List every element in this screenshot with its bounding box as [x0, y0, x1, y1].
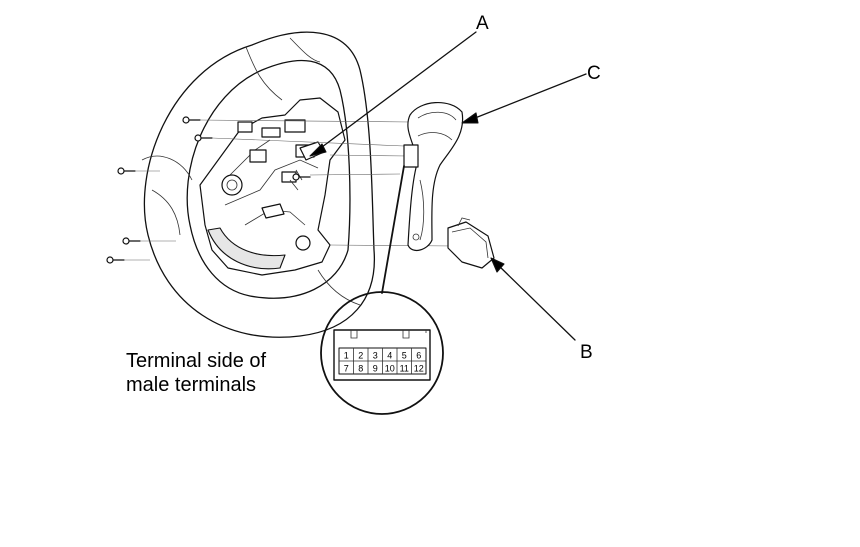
callout-leaders — [309, 31, 587, 341]
screw-2 — [194, 134, 213, 142]
switch-panel-c — [403, 101, 464, 252]
caption-line-1: Terminal side of — [126, 350, 267, 372]
pin-label-6: 6 — [416, 351, 421, 361]
caption-line-2: male terminals — [126, 374, 257, 396]
pin-label-2: 2 — [358, 351, 363, 361]
screw-6 — [292, 173, 311, 181]
connector-detail-view: 1 2 3 4 5 6 7 8 9 10 11 12 — [320, 291, 444, 415]
alignment-lines — [124, 119, 456, 261]
pin-label-1: 1 — [344, 351, 349, 361]
pin-label-5: 5 — [402, 351, 407, 361]
screw-5 — [106, 256, 125, 264]
connector-view-caption: Terminal side of male terminals — [126, 349, 326, 397]
screw-4 — [122, 237, 141, 245]
pin-label-11: 11 — [400, 364, 409, 374]
callout-label-a: A — [476, 13, 489, 34]
mounting-screws — [106, 116, 311, 264]
connector-pin-numbers: 1 2 3 4 5 6 7 8 9 10 11 12 — [344, 351, 424, 374]
screw-1 — [182, 116, 201, 124]
pin-label-8: 8 — [358, 364, 363, 374]
pin-label-4: 4 — [387, 351, 392, 361]
callout-label-c: C — [587, 63, 601, 84]
pin-label-9: 9 — [373, 364, 378, 374]
connector-part-b — [447, 217, 495, 269]
screw-3 — [117, 167, 136, 175]
callout-label-b: B — [580, 342, 593, 363]
pin-label-3: 3 — [373, 351, 378, 361]
pin-label-12: 12 — [414, 364, 424, 374]
pin-label-7: 7 — [344, 364, 349, 374]
pin-label-10: 10 — [385, 364, 395, 374]
steering-wheel-rim — [141, 31, 375, 338]
steering-hub-assembly — [199, 97, 346, 276]
